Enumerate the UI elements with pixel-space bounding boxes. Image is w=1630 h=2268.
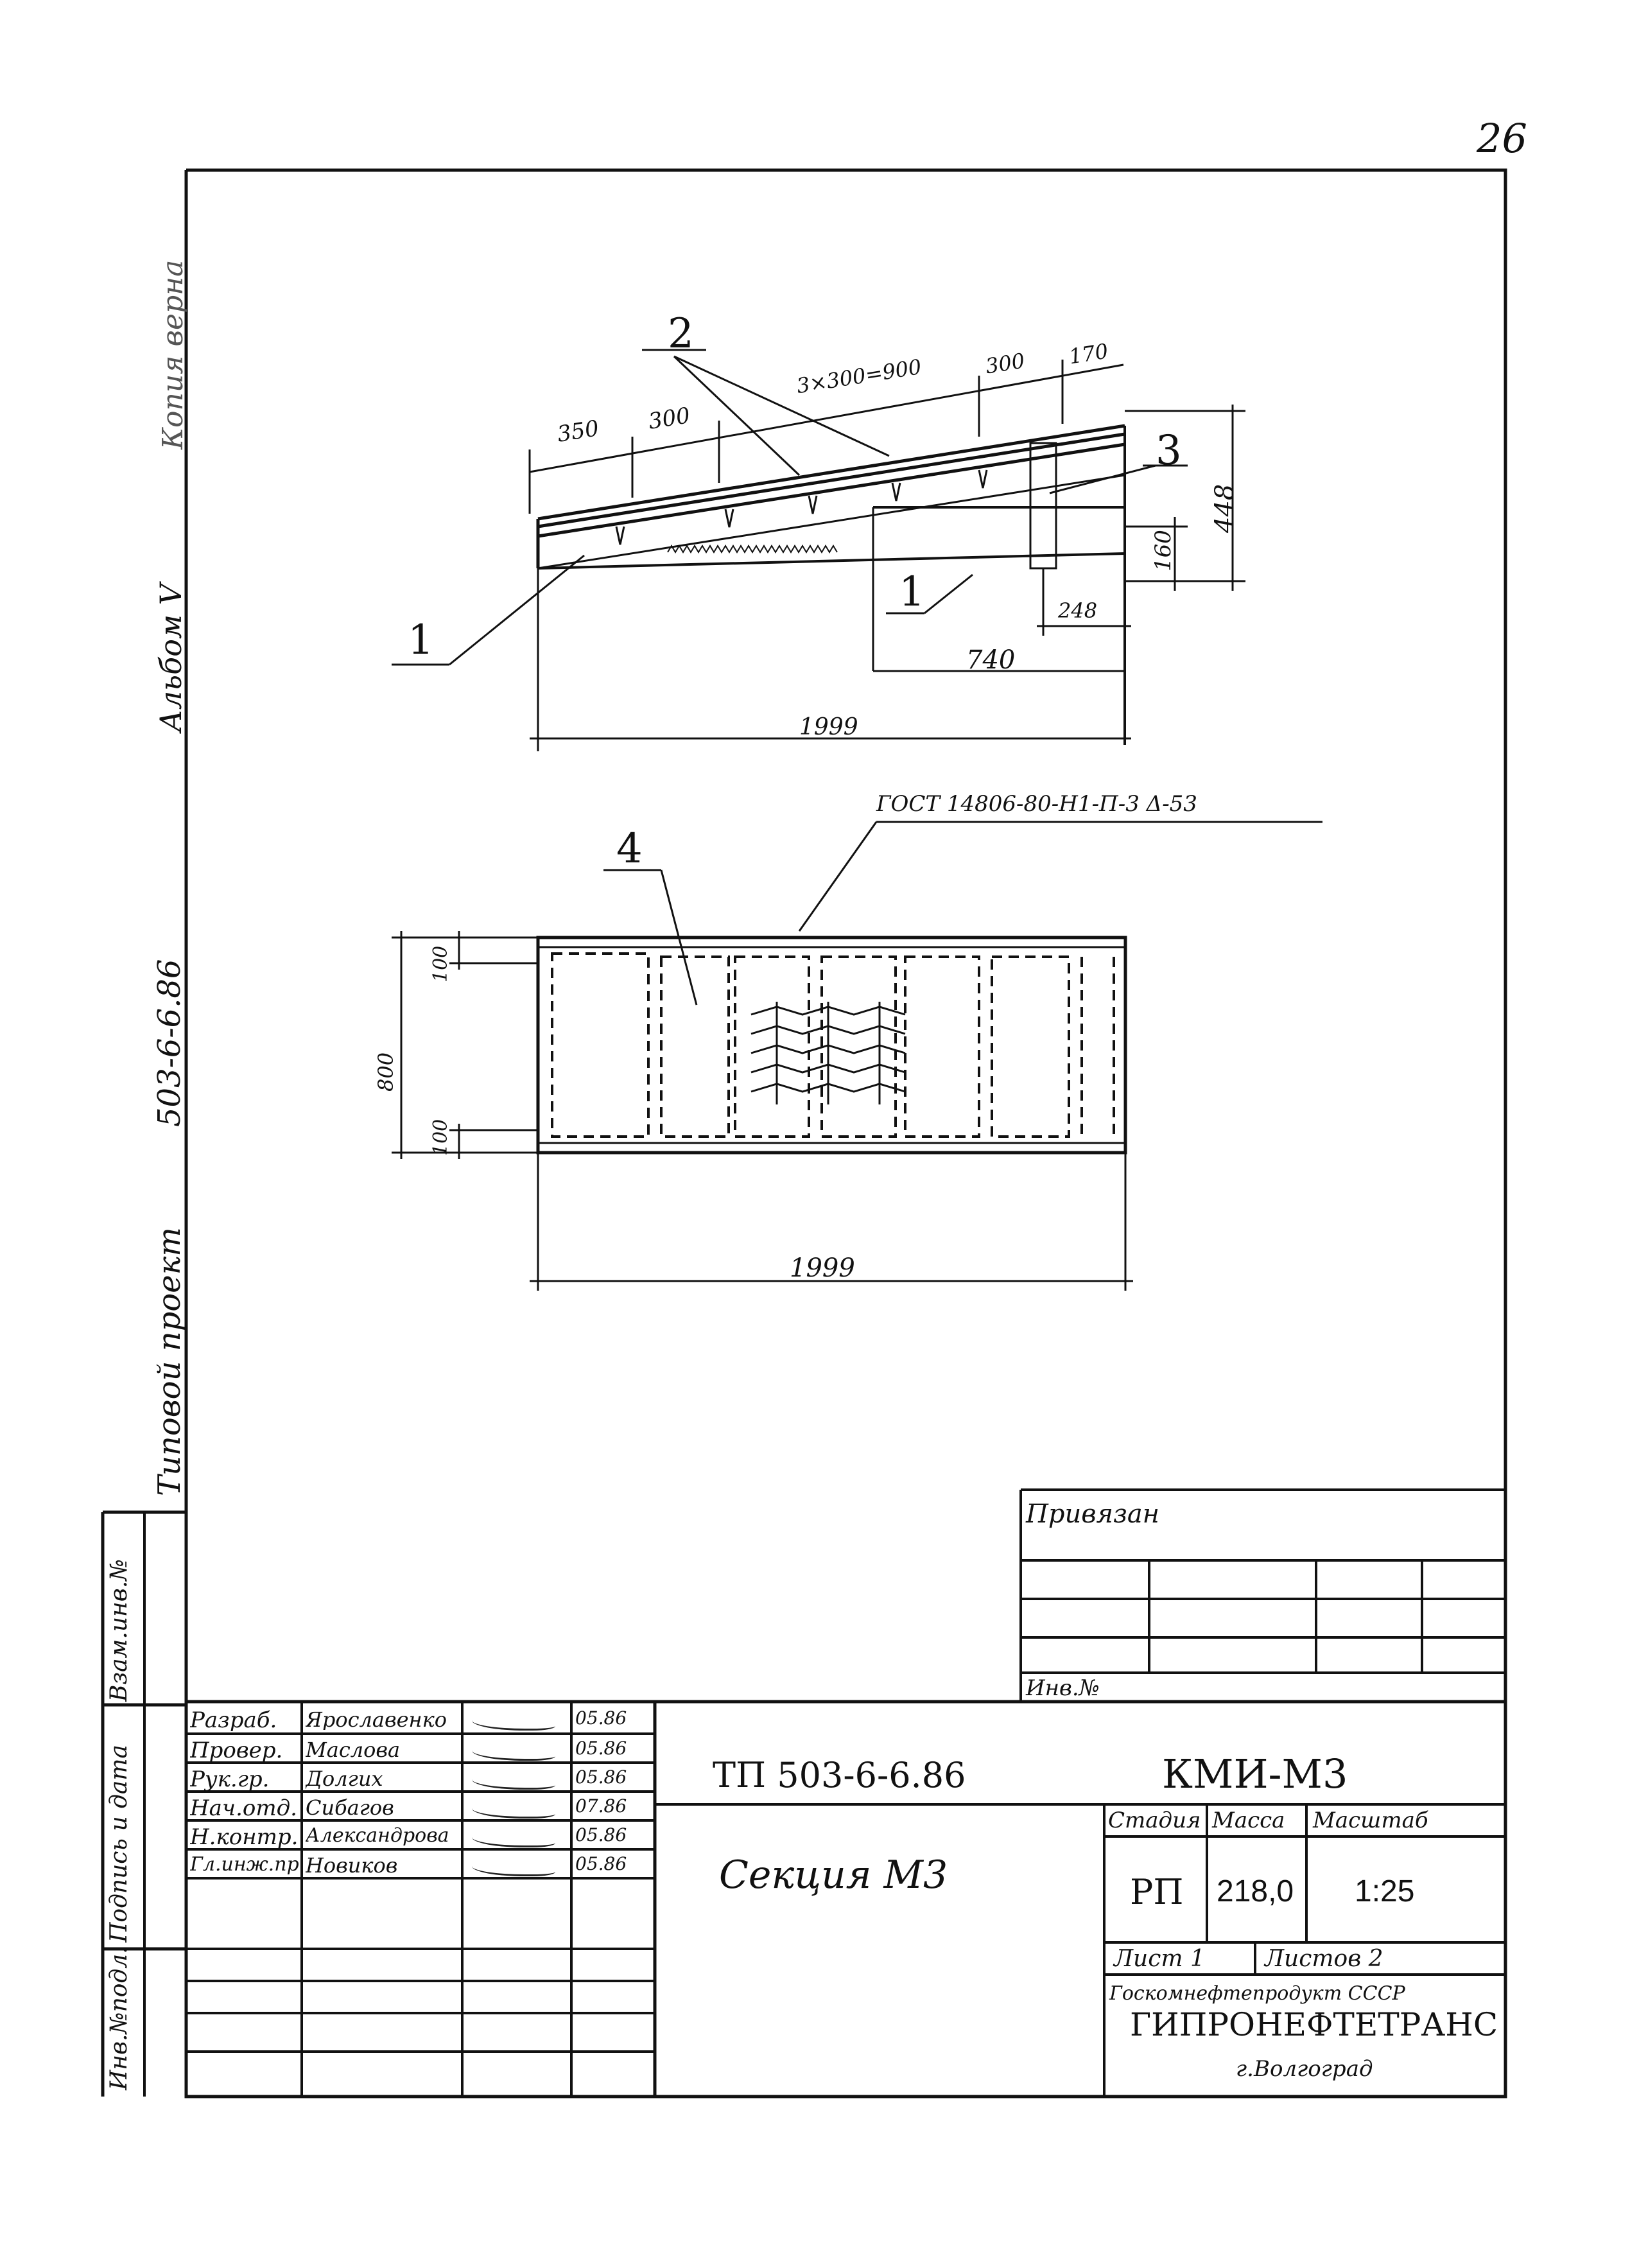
role-name: Сибагов (306, 1797, 394, 1818)
doc-mark: КМИ-М3 (1162, 1750, 1348, 1797)
signature-scribble (472, 1802, 555, 1819)
dim-1999-bottom: 1999 (790, 1253, 855, 1283)
scale-value: 1:25 (1355, 1874, 1415, 1908)
dim-300a: 300 (646, 403, 692, 435)
binding-inv-label: Инв.№ (1026, 1675, 1100, 1701)
dim-1999-top: 1999 (799, 714, 858, 740)
role-label: Нач.отд. (190, 1797, 297, 1819)
copy-label: Копия верна (157, 259, 189, 449)
margin-replace-inv: Взам.инв.№ (106, 1558, 132, 1702)
signature-scribble (472, 1860, 555, 1876)
role-date: 05.86 (575, 1826, 627, 1844)
dim-800: 800 (374, 1052, 398, 1092)
signature-scribble (472, 1831, 555, 1847)
project-number: 503-6-6.86 (152, 959, 187, 1127)
role-name: Александрова (306, 1826, 449, 1845)
plan-view (392, 821, 1322, 1291)
margin-original-inv: Инв.№подл. (106, 1946, 132, 2090)
role-date: 05.86 (575, 1709, 627, 1727)
stage-label: Стадия (1108, 1808, 1201, 1833)
stage-value: РП (1130, 1872, 1184, 1912)
callout-3: 3 (1156, 427, 1182, 475)
callout-1-right: 1 (899, 568, 925, 616)
mass-value: 218,0 (1217, 1874, 1294, 1908)
org-city: г.Волгоград (1236, 2056, 1373, 2082)
dim-350: 350 (555, 415, 601, 448)
role-label: Разраб. (190, 1709, 277, 1731)
dim-170: 170 (1067, 338, 1110, 369)
sheet-frame (184, 168, 1507, 2098)
callout-2: 2 (668, 310, 694, 358)
role-name: Ярославенко (306, 1709, 447, 1730)
role-name: Долгих (306, 1768, 383, 1789)
section-view (392, 349, 1245, 751)
dim-300b: 300 (984, 348, 1027, 379)
margin-signature-date: Подпись и дата (106, 1745, 132, 1942)
doc-number: ТП 503-6-6.86 (713, 1755, 966, 1795)
title-block-lines (186, 1700, 1505, 2097)
sheets-label: Листов 2 (1265, 1946, 1383, 1972)
page-number: 26 (1477, 115, 1527, 162)
org-name: ГИПРОНЕФТЕТРАНС (1130, 2006, 1498, 2043)
dim-160: 160 (1150, 530, 1176, 571)
project-label: Типовой проект (152, 1227, 187, 1496)
role-date: 05.86 (575, 1855, 627, 1873)
signature-scribble (472, 1714, 555, 1731)
dim-740: 740 (966, 645, 1016, 675)
binding-block-lines (1019, 1488, 1505, 1702)
role-date: 07.86 (575, 1797, 627, 1815)
role-name: Новиков (306, 1855, 398, 1876)
role-label: Гл.инж.пр. (190, 1855, 299, 1874)
gost-label: ГОСТ 14806-80-Н1-П-3 Δ-53 (876, 791, 1197, 817)
role-label: Н.контр. (190, 1826, 299, 1848)
signature-scribble (472, 1774, 555, 1790)
album-label: Альбом V (153, 584, 188, 732)
callout-1-left: 1 (408, 616, 434, 664)
role-date: 05.86 (575, 1740, 627, 1758)
role-name: Маслова (306, 1740, 401, 1760)
callout-4: 4 (616, 825, 643, 873)
role-label: Провер. (190, 1740, 283, 1761)
org-parent: Госкомнефтепродукт СССР (1109, 1982, 1405, 2005)
dim-100-top: 100 (429, 945, 452, 982)
dim-448: 448 (1210, 484, 1240, 533)
dim-100-bottom: 100 (429, 1119, 452, 1156)
scale-label: Масштаб (1313, 1808, 1428, 1833)
role-label: Рук.гр. (190, 1768, 270, 1790)
signature-scribble (472, 1745, 555, 1761)
binding-title: Привязан (1026, 1499, 1160, 1529)
sheet-label: Лист 1 (1114, 1946, 1205, 1972)
dim-248: 248 (1058, 598, 1098, 623)
role-date: 05.86 (575, 1768, 627, 1786)
sheet-title: Секция М3 (719, 1853, 948, 1897)
mass-label: Масса (1212, 1808, 1285, 1833)
